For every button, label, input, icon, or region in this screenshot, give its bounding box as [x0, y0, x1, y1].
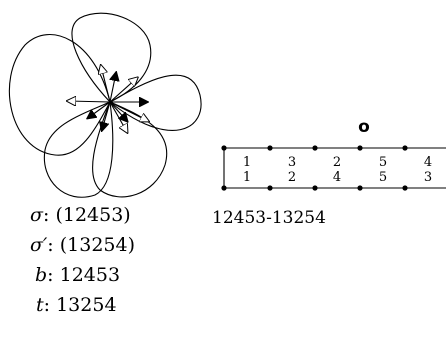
bottom-row-label: 5 [379, 170, 387, 185]
vertex-dot [312, 185, 318, 191]
sigma-prime-symbol: σ′ [30, 234, 48, 256]
arrow-solid [88, 101, 111, 118]
arrow-solid [109, 101, 127, 121]
top-row-label: 1 [243, 155, 251, 170]
arrow-open [109, 101, 148, 121]
b-symbol: b [35, 264, 48, 286]
bottom-row-labels: 1 2 4 5 3 [243, 170, 432, 185]
vertex-dot [267, 145, 273, 151]
sigma-line: σ: (12453) [30, 204, 131, 226]
sigma-prime-value: (13254) [59, 234, 136, 256]
vertex-dot [312, 145, 318, 151]
strip-vertices [221, 145, 408, 191]
bottom-row-label: 2 [288, 170, 296, 185]
vertex-dot [357, 185, 363, 191]
t-line: t: 13254 [36, 294, 117, 316]
top-row-label: 3 [288, 155, 296, 170]
vertex-dot [357, 145, 363, 151]
arrow-open [68, 101, 111, 102]
b-line: b: 12453 [35, 264, 121, 286]
loop-arc [43, 101, 114, 198]
bottom-row-label: 3 [424, 170, 432, 185]
t-symbol: t [36, 294, 44, 316]
loop-arc [109, 74, 202, 131]
b-value: 12453 [59, 264, 121, 286]
permutation-strip: o 1 3 2 5 4 1 2 4 5 3 [221, 117, 446, 191]
strip-marker-label: o [358, 117, 370, 137]
top-row-labels: 1 3 2 5 4 [243, 155, 432, 170]
sigma-prime-line: σ′: (13254) [30, 234, 136, 256]
sigma-symbol: σ [30, 204, 43, 226]
loop-arc [92, 101, 168, 198]
arrow-open [109, 78, 137, 103]
vertex-dot [267, 185, 273, 191]
loop-arc [8, 34, 111, 156]
strip-caption: 12453-13254 [212, 208, 326, 228]
bottom-row-label: 4 [333, 170, 341, 185]
arrow-spokes [68, 66, 148, 132]
t-value: 13254 [56, 294, 117, 316]
notation-list: σ: (12453) σ′: (13254) b: 12453 t: 13254 [30, 200, 135, 320]
arrow-solid [109, 73, 116, 103]
bottom-row-label: 1 [243, 170, 251, 185]
loop-diagram [8, 12, 202, 198]
top-row-label: 5 [379, 155, 387, 170]
arrow-solid [102, 101, 111, 130]
vertex-dot [221, 185, 227, 191]
vertex-dot [221, 145, 227, 151]
top-row-label: 4 [424, 155, 432, 170]
top-row-label: 2 [333, 155, 341, 170]
vertex-dot [402, 145, 408, 151]
vertex-dot [402, 185, 408, 191]
loop-arc [71, 12, 152, 103]
arrow-open [101, 66, 111, 103]
sigma-value: (12453) [55, 204, 131, 226]
